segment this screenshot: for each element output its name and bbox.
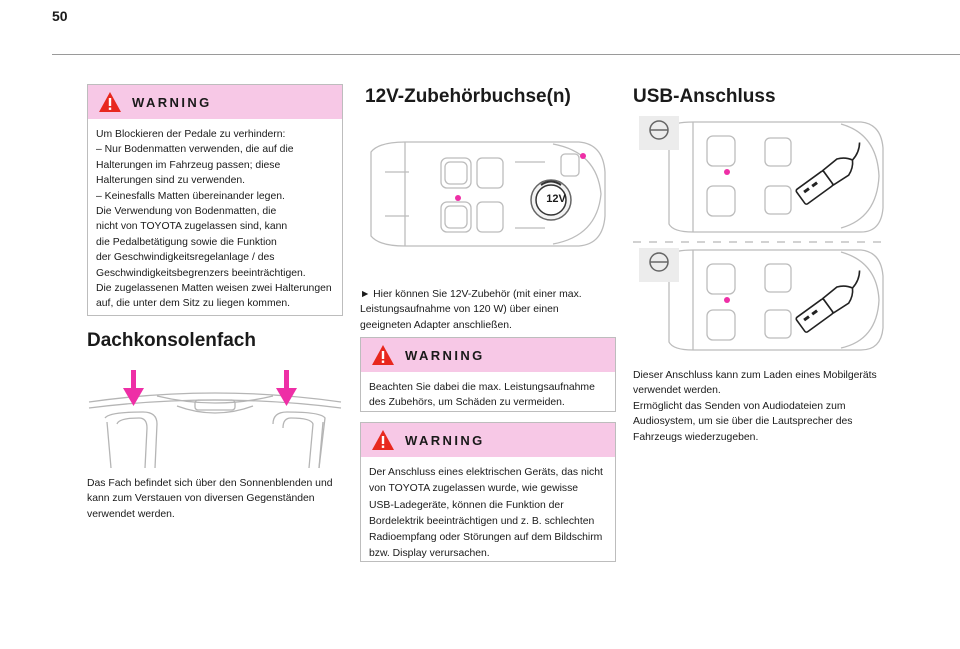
warning-body: Der Anschluss eines elektrischen Geräts,…: [361, 457, 615, 571]
warning-line: Halterungen sind zu verwenden.: [96, 175, 246, 187]
12v-socket-zoom: [530, 179, 572, 221]
text-line: Ermöglicht das Senden von Audiodateien z…: [633, 400, 846, 412]
warning-line: von TOYOTA zugelassen wurde, wie gewisse: [369, 483, 579, 495]
warning-line: Bordelektrik beeinträchtigen und z. B. s…: [369, 515, 595, 527]
warning-line: des Zubehörs, um Schäden zu vermeiden.: [369, 397, 565, 409]
text-line: geeigneten Adapter anschließen.: [360, 319, 512, 331]
text-line: Das Fach befindet sich über den Sonnenbl…: [87, 478, 333, 489]
usb-plug-icon: [795, 142, 861, 205]
text-line: verwendet werden.: [87, 508, 175, 520]
warning-line: auf, die unter dem Sitz zu liegen kommen…: [96, 298, 291, 310]
warning-line: Halterungen im Fahrzeug passen; diese: [96, 159, 281, 171]
12v-socket-illustration: [370, 141, 606, 247]
text-line: ► Hier können Sie 12V-Zubehör (mit einer…: [360, 289, 582, 300]
warning-title: WARNING: [132, 94, 212, 110]
heading-usb: USB-Anschluss: [633, 86, 776, 107]
warning-line: Die Verwendung von Bodenmatten, die: [96, 206, 277, 218]
warning-line: der Geschwindigkeitsregelanlage / des: [96, 252, 275, 264]
warning-body: Um Blockieren der Pedale zu verhindern: …: [88, 119, 342, 320]
warning-box-floor-mats: WARNING Um Blockieren der Pedale zu verh…: [87, 84, 343, 316]
warning-title: WARNING: [405, 347, 485, 363]
warning-line: Um Blockieren der Pedale zu verhindern:: [96, 129, 286, 140]
usb-port-illustration: [633, 116, 889, 351]
text-line: Leistungsaufnahme von 120 W) über einen: [360, 304, 559, 316]
warning-line: Radioempfang oder Störungen auf dem Bild…: [369, 532, 603, 544]
warning-line: Die zugelassenen Matten weisen zwei Halt…: [96, 283, 332, 295]
dachkonsolenfach-text: Das Fach befindet sich über den Sonnenbl…: [87, 476, 343, 522]
warning-box-max-power: WARNING Beachten Sie dabei die max. Leis…: [360, 337, 616, 412]
12v-socket-label: 12V: [546, 193, 566, 205]
12v-socket-text: ► Hier können Sie 12V-Zubehör (mit einer…: [360, 287, 616, 333]
warning-line: bzw. Display verursachen.: [369, 548, 490, 560]
usb-text: Dieser Anschluss kann zum Laden eines Mo…: [633, 368, 889, 445]
warning-header: WARNING: [88, 85, 342, 119]
warning-line: Der Anschluss eines elektrischen Geräts,…: [369, 467, 603, 478]
warning-line: die Pedalbetätigung sowie die Funktion: [96, 236, 277, 248]
warning-line: – Nur Bodenmatten verwenden, die auf die: [96, 144, 294, 156]
warning-body: Beachten Sie dabei die max. Leistungsauf…: [361, 372, 615, 419]
warning-line: – Keinesfalls Matten übereinander legen.: [96, 190, 285, 202]
warning-line: USB-Ladegeräte, können die Funktion der: [369, 499, 564, 511]
usb-plug-icon: [795, 270, 861, 333]
warning-title: WARNING: [405, 432, 485, 448]
header-rule: [52, 54, 960, 55]
text-line: Fahrzeugs wiederzugeben.: [633, 431, 759, 443]
text-line: kann zum Verstauen von diversen Gegenstä…: [87, 493, 315, 505]
heading-dachkonsolenfach: Dachkonsolenfach: [87, 330, 256, 351]
warning-line: nicht von TOYOTA zugelassen sind, kann: [96, 221, 288, 233]
warning-line: Beachten Sie dabei die max. Leistungsauf…: [369, 382, 595, 393]
warning-header: WARNING: [361, 423, 615, 457]
heading-12v-socket: 12V-Zubehörbuchse(n): [365, 86, 571, 107]
warning-triangle-icon: [371, 429, 395, 451]
warning-triangle-icon: [98, 91, 122, 113]
page-number: 50: [52, 8, 68, 24]
text-line: Dieser Anschluss kann zum Laden eines Mo…: [633, 370, 877, 381]
warning-header: WARNING: [361, 338, 615, 372]
warning-line: Geschwindigkeitsbegrenzers beeinträchtig…: [96, 267, 306, 279]
warning-box-accessories: WARNING Der Anschluss eines elektrischen…: [360, 422, 616, 562]
text-line: verwendet werden.: [633, 385, 721, 397]
overhead-console-illustration: [88, 370, 342, 469]
warning-triangle-icon: [371, 344, 395, 366]
text-line: Audiosystem, um sie über die Lautspreche…: [633, 416, 853, 428]
